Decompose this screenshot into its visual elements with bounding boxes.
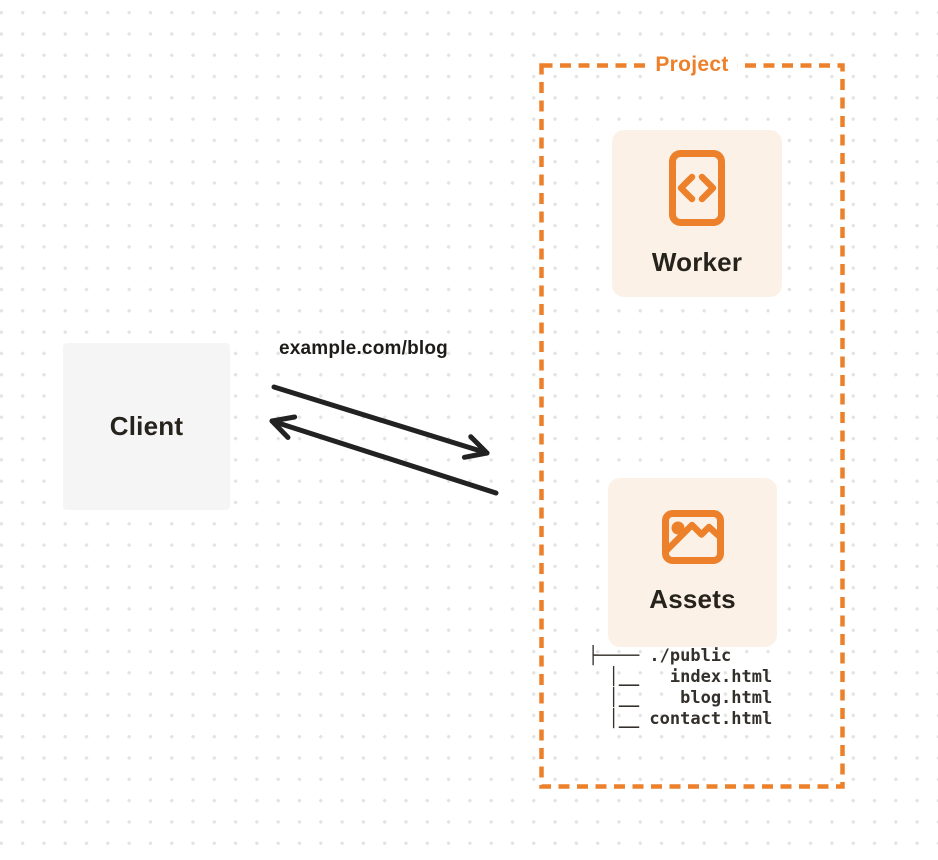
response-arrow (269, 414, 499, 496)
client-label: Client (109, 411, 184, 441)
image-icon (661, 510, 724, 564)
assets-node: Assets (608, 478, 777, 647)
worker-node: Worker (612, 130, 782, 297)
assets-file-tree: ├──── ./public │__ index.html │__ blog.h… (588, 646, 773, 729)
client-node: Client (63, 343, 230, 510)
code-file-icon (669, 149, 725, 226)
worker-label: Worker (651, 246, 743, 277)
project-label: Project (646, 51, 738, 78)
request-url-label: example.com/blog (279, 338, 448, 359)
request-arrow (271, 384, 490, 460)
assets-label: Assets (649, 584, 736, 614)
